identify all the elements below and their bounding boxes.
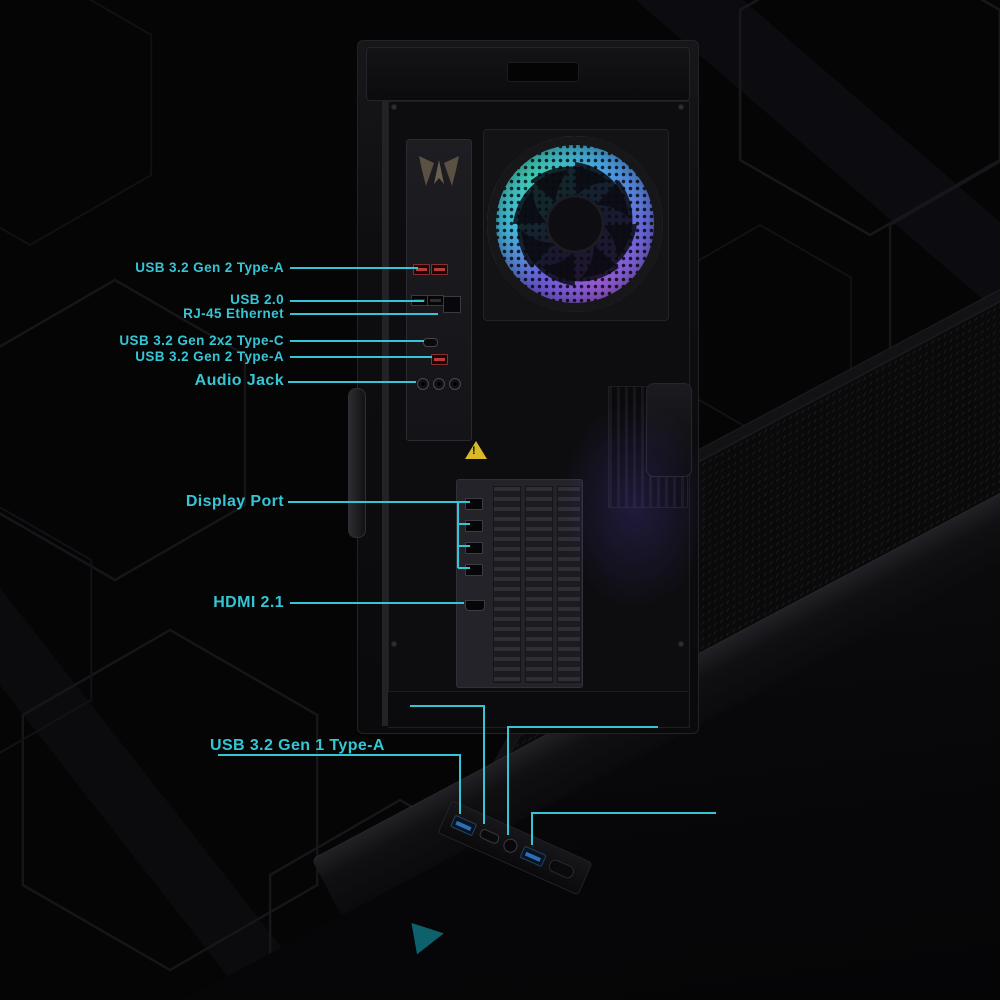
rgb-fan (487, 136, 663, 312)
warning-triangle-icon: ! (465, 441, 487, 459)
desktop-front-case (156, 0, 1000, 1000)
fan-frame-ring (487, 136, 663, 312)
displayport-port-3 (465, 542, 483, 554)
pcie-bracket-area (456, 479, 583, 688)
screw (391, 104, 397, 110)
front-power-button (547, 857, 577, 880)
label-rear-usb32-gen2-typea-top: USB 3.2 Gen 2 Type-A (135, 260, 284, 275)
rear-audio-jack-2 (433, 378, 445, 390)
rear-rj45-port (443, 296, 461, 313)
rear-usb20-port-1 (411, 295, 428, 306)
label-rear-audio-jack: Audio Jack (194, 372, 284, 389)
label-rear-usb32-gen2-typea: USB 3.2 Gen 2 Type-A (135, 349, 284, 364)
tower-edge-highlight (382, 101, 388, 726)
front-audio-jack-port (501, 836, 520, 855)
hdmi-port (465, 600, 485, 611)
displayport-port-4 (465, 564, 483, 576)
pcie-slot-bracket (525, 486, 553, 683)
predator-triangle-logo-icon (411, 917, 447, 955)
label-rear-usb32-gen2x2-typec: USB 3.2 Gen 2x2 Type-C (119, 333, 284, 348)
screw (678, 641, 684, 647)
rear-usb32-gen2-a-port-2 (431, 264, 448, 275)
predator-logo-icon (419, 156, 459, 186)
pcie-slot-bracket (557, 486, 581, 683)
front-usb-a-port-1 (450, 814, 478, 836)
label-front-usb32-gen1-typea-left: USB 3.2 Gen 1 Type-A (210, 737, 385, 754)
rear-usb32-gen2-a-port-1 (413, 264, 430, 275)
tower-side-handle (348, 388, 366, 538)
label-hdmi-21: HDMI 2.1 (213, 594, 284, 611)
rear-audio-jack-1 (417, 378, 429, 390)
tower-carry-handle-slot (507, 62, 579, 82)
rear-audio-jack-3 (449, 378, 461, 390)
label-rear-usb20: USB 2.0 (230, 292, 284, 307)
rear-io-panel (406, 139, 472, 441)
rear-usb20-port-2 (427, 295, 444, 306)
tower-top-cap (366, 47, 690, 101)
rear-usb32-gen2-a-port-3 (431, 354, 448, 365)
label-display-port: Display Port (185, 493, 284, 510)
displayport-port-2 (465, 520, 483, 532)
pcie-slot-bracket (493, 486, 521, 683)
rear-usb-c-port (423, 338, 438, 347)
tower-bottom-section (388, 691, 688, 727)
desktop-rear-tower: ! (357, 40, 699, 734)
label-rear-rj45: RJ-45 Ethernet (183, 306, 284, 321)
displayport-port-1 (465, 498, 483, 510)
screw (391, 641, 397, 647)
front-usb-c-port (478, 827, 501, 846)
warning-glyph: ! (472, 445, 476, 457)
screw (678, 104, 684, 110)
rear-right-handle (646, 383, 692, 477)
front-usb-a-port-2 (519, 845, 547, 867)
